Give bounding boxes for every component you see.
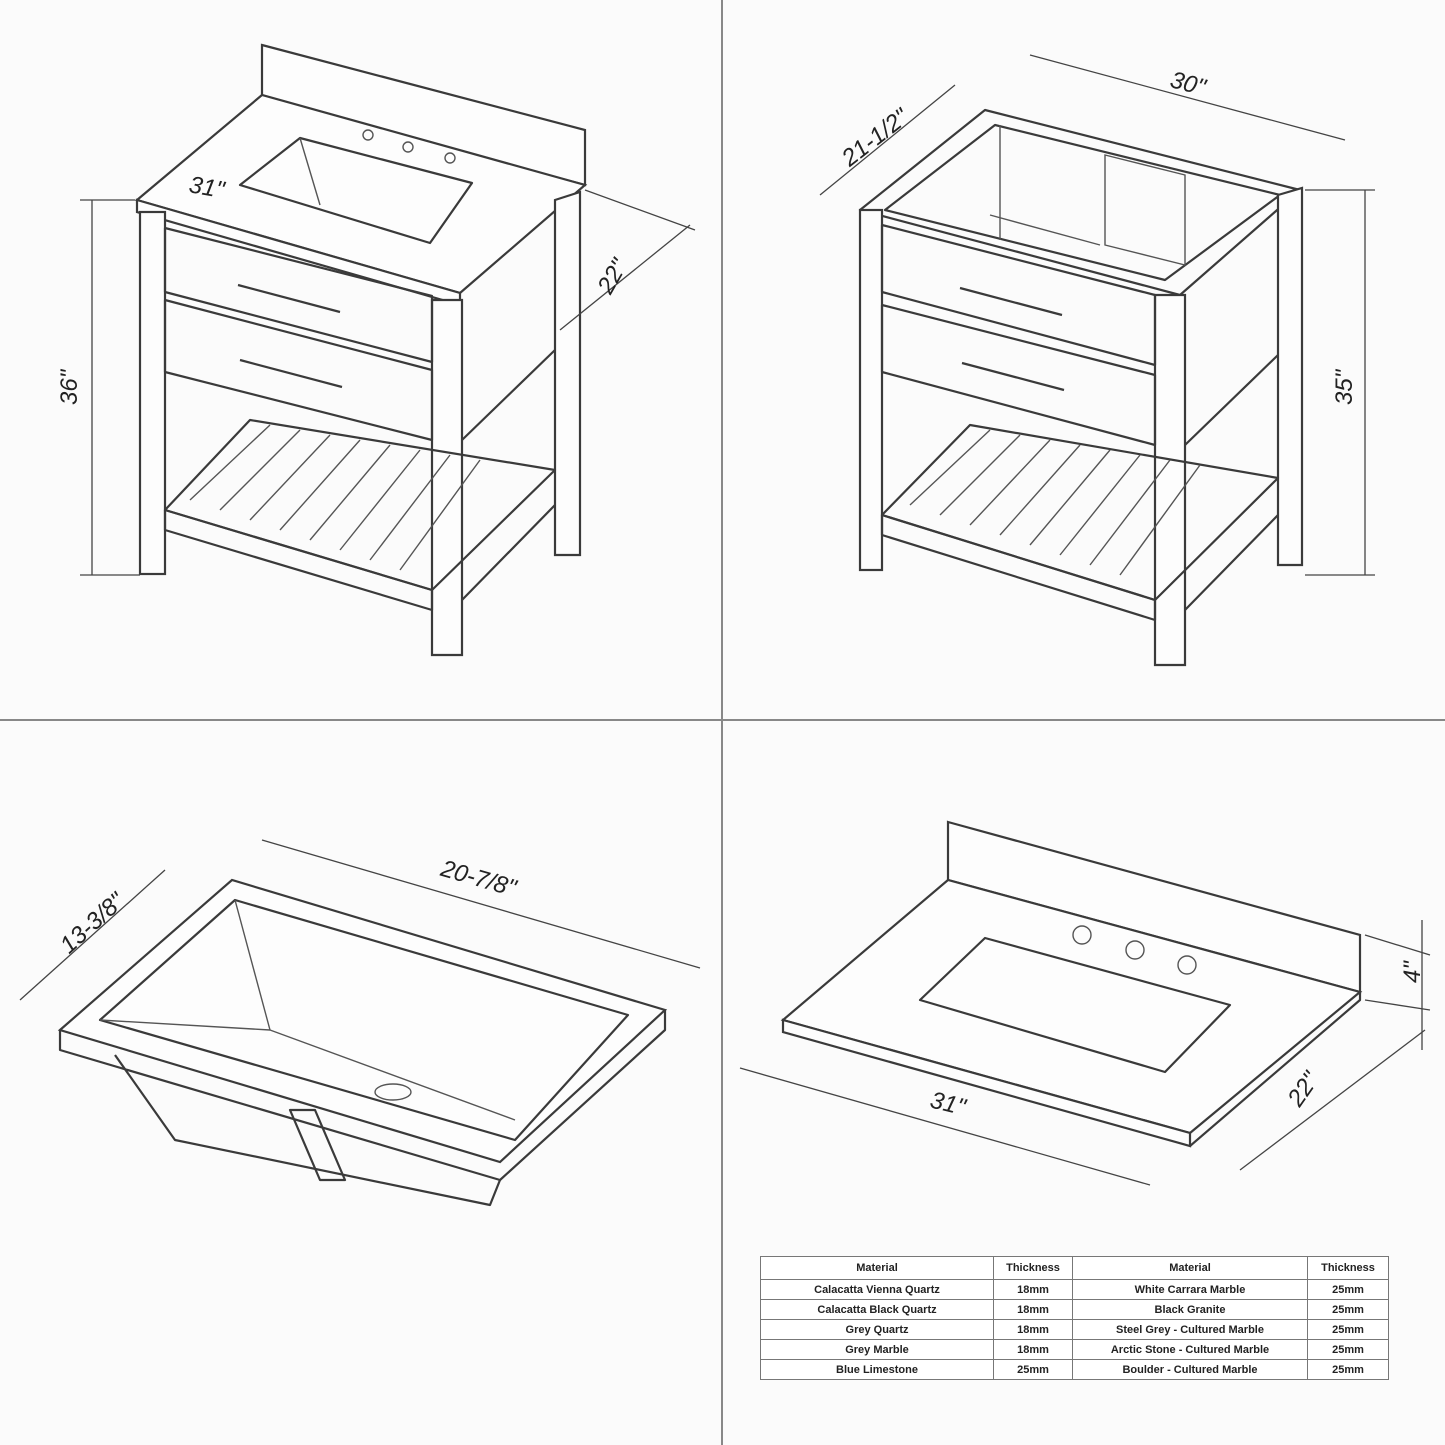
cell: 18mm <box>993 1279 1073 1300</box>
vanity-with-top-drawing: 31" 22" 36" <box>56 43 696 657</box>
vanity-base-drawing: 30" 21-1/2" 35" <box>819 54 1375 667</box>
cell: 25mm <box>1307 1359 1389 1380</box>
cell: 25mm <box>1307 1319 1389 1340</box>
cell: Calacatta Black Quartz <box>760 1299 994 1320</box>
header-material: Material <box>760 1256 994 1280</box>
header-thickness: Thickness <box>1307 1256 1389 1280</box>
base-width-label: 30" <box>1167 66 1209 102</box>
cell: Calacatta Vienna Quartz <box>760 1279 994 1300</box>
table-header-row: Material Thickness Material Thickness <box>760 1256 1389 1280</box>
base-height-label: 35" <box>1331 368 1358 405</box>
cell: Grey Marble <box>760 1339 994 1360</box>
cell: Grey Quartz <box>760 1319 994 1340</box>
cell: 18mm <box>993 1299 1073 1320</box>
countertop-drawing: 31" 22" 4" <box>739 820 1431 1186</box>
vanity-height-label: 36" <box>56 368 83 405</box>
materials-table: Material Thickness Material Thickness Ca… <box>760 1256 1389 1380</box>
undermount-sink-drawing: 20-7/8" 13-3/8" <box>19 839 701 1207</box>
cell: Steel Grey - Cultured Marble <box>1072 1319 1308 1340</box>
cell: 18mm <box>993 1319 1073 1340</box>
cell: Boulder - Cultured Marble <box>1072 1359 1308 1380</box>
header-thickness: Thickness <box>993 1256 1073 1280</box>
cell: Blue Limestone <box>760 1359 994 1380</box>
header-material: Material <box>1072 1256 1308 1280</box>
cell: Arctic Stone - Cultured Marble <box>1072 1339 1308 1360</box>
vanity-width-label: 31" <box>187 171 228 204</box>
cell: 25mm <box>1307 1299 1389 1320</box>
cell: 18mm <box>993 1339 1073 1360</box>
vanity-depth-label: 22" <box>592 253 634 299</box>
cell: White Carrara Marble <box>1072 1279 1308 1300</box>
base-depth-label: 21-1/2" <box>836 103 915 173</box>
countertop-width-label: 31" <box>927 1087 969 1122</box>
backsplash-height-label: 4" <box>1399 960 1426 983</box>
cell: 25mm <box>1307 1339 1389 1360</box>
sink-width-label: 13-3/8" <box>55 887 131 959</box>
cell: Black Granite <box>1072 1299 1308 1320</box>
cell: 25mm <box>1307 1279 1389 1300</box>
cell: 25mm <box>993 1359 1073 1380</box>
countertop-depth-label: 22" <box>1282 1066 1326 1112</box>
